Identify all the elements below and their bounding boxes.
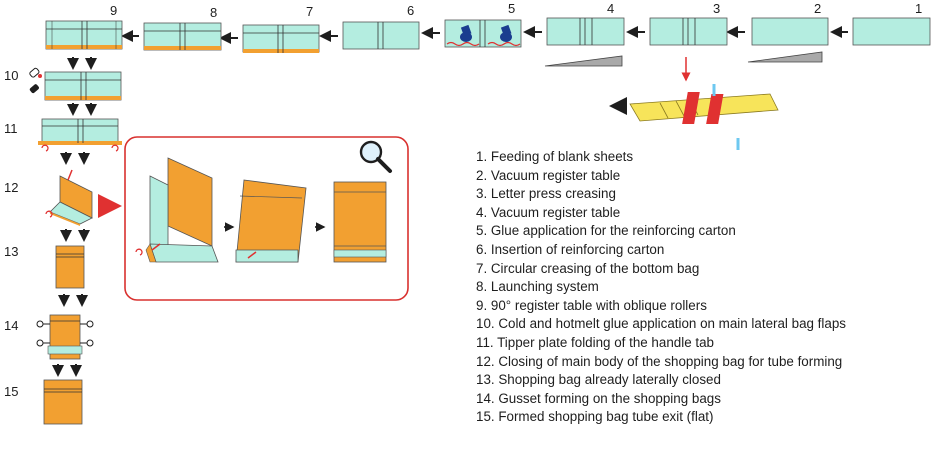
flow-arrows-left (52, 57, 97, 377)
step-label-8: 8 (210, 5, 218, 20)
station-9-register-table (45, 20, 123, 50)
legend-item: 2. Vacuum register table (476, 167, 621, 183)
station-13-laterally-closed (55, 245, 85, 289)
step-label-14: 14 (4, 318, 19, 333)
station-5-glue (421, 19, 522, 48)
step-label-10: 10 (4, 68, 19, 83)
step-label-15: 15 (4, 384, 19, 399)
station-8-launching (121, 22, 222, 51)
station-3-creasing (626, 17, 728, 82)
legend-item: 6. Insertion of reinforcing carton (476, 241, 665, 257)
station-4-vacuum-table (523, 17, 625, 67)
station-7-bottom-creasing (219, 24, 320, 53)
step-label-3: 3 (713, 1, 721, 16)
legend-item: 9. 90° register table with oblique rolle… (476, 297, 707, 313)
legend-item: 11. Tipper plate folding of the handle t… (476, 334, 714, 350)
glue-nozzle-icon (500, 24, 512, 42)
step-label-6: 6 (407, 3, 415, 18)
detail-frame (124, 136, 409, 301)
station-12-tube-closing (45, 169, 122, 226)
station-14-gusset-forming (36, 314, 94, 360)
magnifier-icon (359, 140, 392, 173)
step-label-1: 1 (915, 1, 923, 16)
legend-item: 10. Cold and hotmelt glue application on… (476, 316, 846, 332)
legend-item: 1. Feeding of blank sheets (476, 149, 634, 164)
station-2-vacuum-table (726, 17, 829, 63)
station-15-tube-exit (43, 379, 83, 425)
step-label-4: 4 (607, 1, 615, 16)
legend-item: 8. Launching system (476, 279, 599, 295)
legend-item: 5. Glue application for the reinforcing … (476, 223, 736, 239)
legend-item: 15. Formed shopping bag tube exit (flat) (476, 409, 714, 425)
station-10-glue-application (29, 67, 122, 101)
legend-item: 13. Shopping bag already laterally close… (476, 372, 721, 388)
glue-nozzle-icon (460, 24, 472, 42)
legend-item: 14. Gusset forming on the shopping bags (476, 390, 721, 406)
legend-item: 4. Vacuum register table (476, 204, 621, 220)
step-label-2: 2 (814, 1, 822, 16)
roller-detail (609, 84, 779, 150)
step-label-5: 5 (508, 1, 516, 16)
roller-icon (36, 320, 94, 347)
process-legend: 1. Feeding of blank sheets 2. Vacuum reg… (476, 148, 846, 427)
legend-item: 3. Letter press creasing (476, 186, 616, 202)
station-11-tipper-plate (38, 118, 122, 152)
station-1-sheet (830, 17, 931, 46)
step-label-9: 9 (110, 3, 118, 18)
station-6-reinforcing (319, 21, 420, 50)
legend-item: 7. Circular creasing of the bottom bag (476, 260, 700, 276)
step-label-13: 13 (4, 244, 19, 259)
glue-bottle-icon (29, 67, 42, 78)
step-label-11: 11 (4, 121, 18, 136)
step-label-12: 12 (4, 180, 19, 195)
legend-item: 12. Closing of main body of the shopping… (476, 353, 843, 369)
glue-bottle-icon (29, 84, 39, 94)
step-label-7: 7 (306, 4, 314, 19)
